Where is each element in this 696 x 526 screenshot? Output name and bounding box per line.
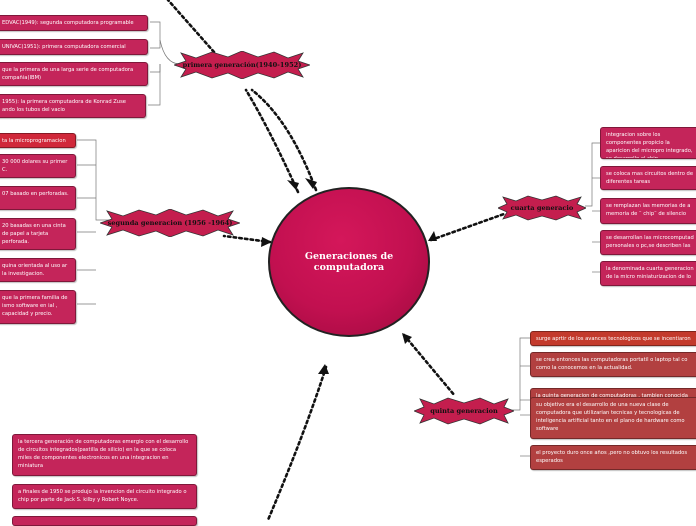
arrow-cuarta [428, 231, 437, 241]
note-quinta-4[interactable]: su objetivo era el desarrollo de una nue… [530, 397, 696, 439]
arrow-segunda [261, 237, 272, 247]
note-text: integracion sobre los componentes propic… [606, 132, 693, 158]
note-tercera-3-partial [12, 516, 197, 526]
star-shape [498, 195, 586, 221]
connector-tercera [266, 365, 328, 520]
central-topic[interactable]: Generaciones de computadora [268, 187, 430, 337]
note-segunda-5[interactable]: quina orientada al uso ar la investigaci… [0, 258, 76, 282]
note-segunda-6[interactable]: que la primera familia de ismo software … [0, 290, 76, 324]
note-text: se remplazan las memorias de a memoria d… [606, 203, 691, 218]
note-text: surge aprtir de los avances tecnologicos… [536, 336, 691, 342]
note-tercera-1[interactable]: la tercera generación de computadoras em… [12, 434, 197, 476]
note-text: se coloca mas circuitos dentro de difere… [606, 171, 694, 186]
note-text: se desarrollan las microcomputad persona… [606, 235, 694, 250]
note-text: que la primera de una larga serie de com… [2, 67, 134, 82]
note-text: UNIVAC(1951): primera computadora comerc… [2, 44, 126, 50]
branch-cuarta-generacion[interactable]: cuarta generacio [498, 195, 586, 221]
note-cuarta-3[interactable]: se remplazan las memorias de a memoria d… [600, 198, 696, 224]
note-text: quina orientada al uso ar la investigaci… [2, 263, 68, 278]
note-cuarta-5[interactable]: la denominada cuarta generacion de la mi… [600, 261, 696, 286]
connector-primera-2 [250, 88, 318, 192]
connector-quinta [402, 333, 457, 398]
note-text: la tercera generación de computadoras em… [18, 439, 189, 470]
note-primera-4[interactable]: 1955): la primera computadora de Konrad … [0, 94, 146, 118]
note-text: 20 basadas en una cinta de papel a tarje… [2, 223, 66, 246]
note-text: el proyecto duro once años ,pero no obtu… [536, 450, 688, 465]
branch-primera-generacion[interactable]: primera generación(1940-1952) [174, 51, 310, 79]
note-text: EDVAC(1949): segunda computadora program… [2, 20, 134, 26]
note-quinta-2[interactable]: se crea entonces las computadoras portat… [530, 352, 696, 377]
note-segunda-2[interactable]: 30 000 dolares su primer C. [0, 154, 76, 178]
note-segunda-1[interactable]: ta la microprogramacion [0, 133, 76, 148]
note-text: ta la microprogramacion [2, 138, 66, 144]
note-primera-1[interactable]: EDVAC(1949): segunda computadora program… [0, 15, 148, 31]
branch-primera-label: primera generación(1940-1952) [182, 61, 302, 69]
note-primera-3[interactable]: que la primera de una larga serie de com… [0, 62, 148, 86]
note-cuarta-4[interactable]: se desarrollan las microcomputad persona… [600, 230, 696, 255]
star-shape [100, 209, 240, 237]
note-text: 1955): la primera computadora de Konrad … [2, 99, 126, 114]
note-text: la denominada cuarta generacion de la mi… [606, 266, 694, 281]
note-text: 07 basado en perforadas. [2, 191, 69, 197]
note-primera-2[interactable]: UNIVAC(1951): primera computadora comerc… [0, 39, 148, 55]
branch-quinta-label: quinta generacion [430, 407, 498, 415]
branch-segunda-label: segunda generacion (1956 -1964) [107, 219, 233, 227]
note-cuarta-1[interactable]: integracion sobre los componentes propic… [600, 127, 696, 159]
note-segunda-4[interactable]: 20 basadas en una cinta de papel a tarje… [0, 218, 76, 250]
arrow-quinta [402, 333, 412, 344]
connector-cuarta [429, 212, 506, 242]
central-topic-label: Generaciones de computadora [304, 251, 394, 273]
branch-quinta-generacion[interactable]: quinta generacion [414, 397, 514, 425]
branch-segunda-generacion[interactable]: segunda generacion (1956 -1964) [100, 209, 240, 237]
note-quinta-5[interactable]: el proyecto duro once años ,pero no obtu… [530, 445, 696, 470]
connector-top [166, 0, 216, 54]
note-text: su objetivo era el desarrollo de una nue… [536, 402, 685, 433]
note-text: 30 000 dolares su primer C. [2, 159, 68, 174]
note-quinta-1[interactable]: surge aprtir de los avances tecnologicos… [530, 331, 696, 346]
arrow-primera [287, 180, 299, 190]
arrow-primera-2 [305, 178, 317, 189]
branch-cuarta-label: cuarta generacio [510, 204, 574, 212]
note-text: a finales de 1950 se produjo la invencio… [18, 489, 187, 504]
note-text: que la primera familia de ismo software … [2, 295, 68, 318]
note-cuarta-2[interactable]: se coloca mas circuitos dentro de difere… [600, 166, 696, 190]
note-tercera-2[interactable]: a finales de 1950 se produjo la invencio… [12, 484, 197, 509]
star-shape [174, 51, 310, 79]
arrow-tercera [318, 364, 329, 374]
note-segunda-3[interactable]: 07 basado en perforadas. [0, 186, 76, 210]
note-text: se crea entonces las computadoras portat… [536, 357, 688, 372]
connector-primera [244, 88, 300, 194]
star-shape [414, 397, 514, 425]
